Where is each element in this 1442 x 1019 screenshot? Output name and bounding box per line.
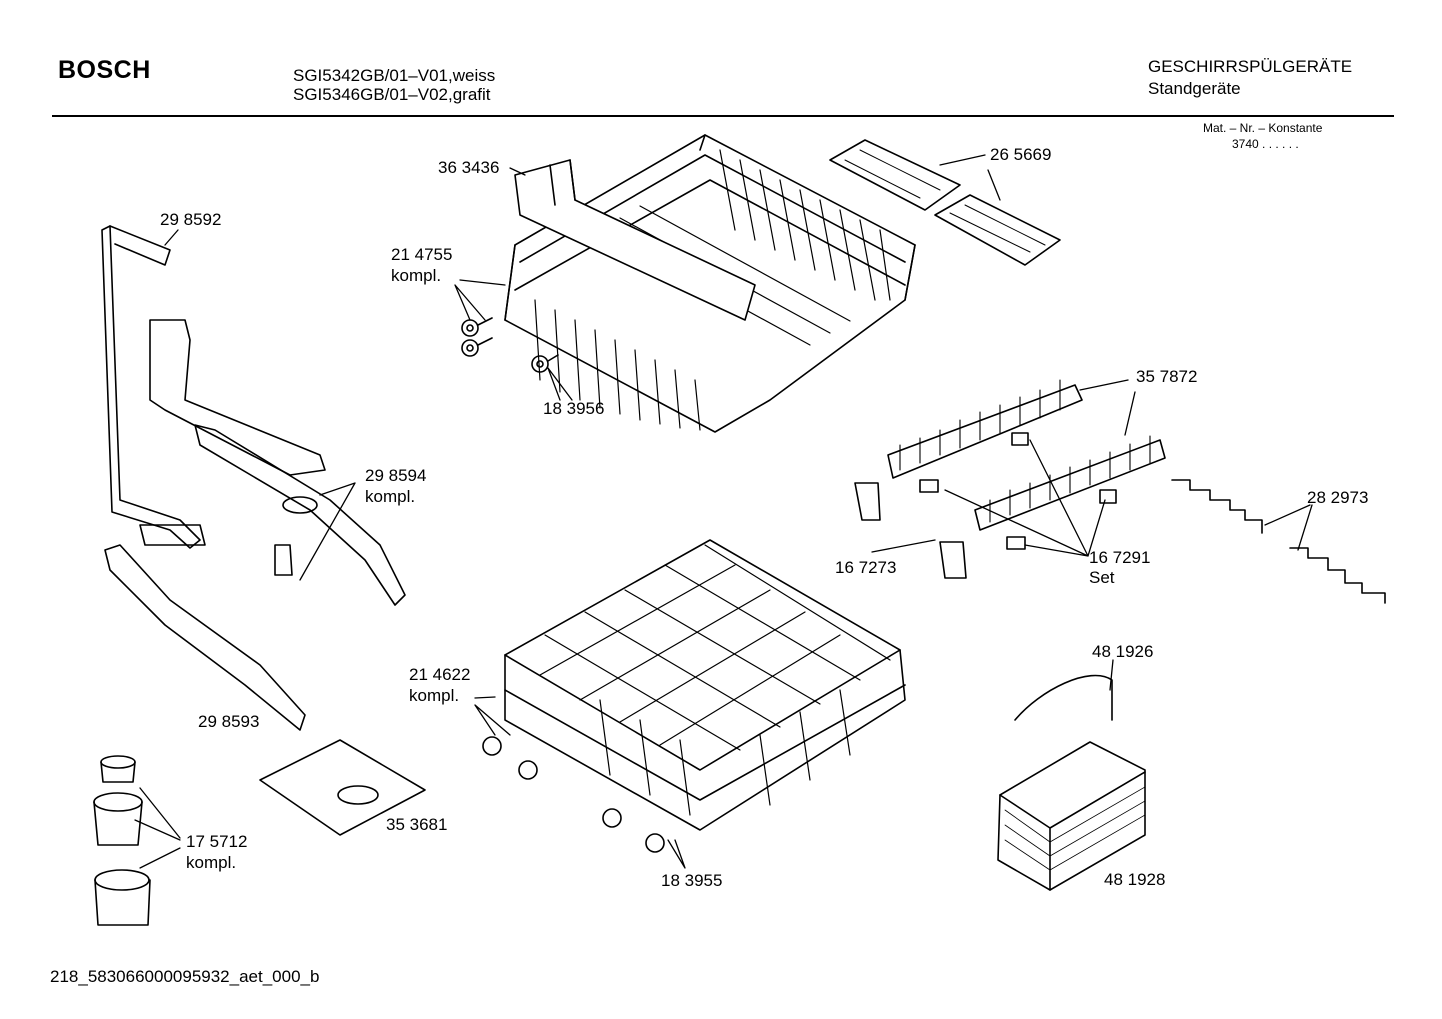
spray-arm-drawing	[101, 225, 406, 731]
category-title: GESCHIRRSPÜLGERÄTE	[1148, 57, 1353, 76]
model-line-2: SGI5346GB/01–V02,grafit	[293, 85, 491, 104]
brand-logo: BOSCH	[58, 56, 151, 84]
part-label-183955: 18 3955	[661, 871, 723, 890]
part-label-282973: 28 2973	[1307, 488, 1369, 507]
part-label-298594: 29 8594	[365, 466, 427, 485]
header-divider	[52, 115, 1394, 117]
part-label-214755: 21 4755	[391, 245, 453, 264]
part-label-183956: 18 3956	[543, 399, 605, 418]
upper-basket-drawing	[504, 134, 916, 433]
part-label-363436: 36 3436	[438, 158, 500, 177]
lower-basket-drawing	[482, 539, 906, 853]
part-note-298594: kompl.	[365, 487, 416, 506]
part-label-481926: 48 1926	[1092, 642, 1154, 661]
part-note-214755: kompl.	[391, 266, 442, 285]
upper-wheels-drawing	[461, 317, 559, 373]
part-label-353681: 35 3681	[386, 815, 448, 834]
part-label-175712: 17 5712	[186, 832, 248, 851]
part-label-481928: 48 1928	[1104, 870, 1166, 889]
part-label-214622: 21 4622	[409, 665, 471, 684]
part-label-298592: 29 8592	[160, 210, 222, 229]
cutlery-basket-drawing	[997, 674, 1146, 891]
mat-nr-label: Mat. – Nr. – Konstante	[1203, 121, 1323, 135]
filter-drawing	[93, 755, 151, 926]
part-note-175712: kompl.	[186, 853, 237, 872]
cup-shelf-drawing	[829, 139, 1061, 266]
step-clip-drawing	[1171, 479, 1386, 604]
part-label-167291: 16 7291	[1089, 548, 1151, 567]
part-label-167273: 16 7273	[835, 558, 897, 577]
sieve-plate-drawing	[259, 739, 426, 836]
tine-row-drawing	[854, 379, 1166, 579]
part-note-167291: Set	[1089, 568, 1115, 587]
document-code: 218_583066000095932_aet_000_b	[50, 967, 320, 986]
model-line-1: SGI5342GB/01–V01,weiss	[293, 66, 496, 85]
part-label-298593: 29 8593	[198, 712, 260, 731]
part-label-357872: 35 7872	[1136, 367, 1198, 386]
subcategory-title: Standgeräte	[1148, 79, 1241, 98]
part-label-265669: 26 5669	[990, 145, 1052, 164]
mat-nr-value: 3740 . . . . . .	[1232, 137, 1299, 151]
part-note-214622: kompl.	[409, 686, 460, 705]
leader-lines	[134, 154, 1313, 869]
